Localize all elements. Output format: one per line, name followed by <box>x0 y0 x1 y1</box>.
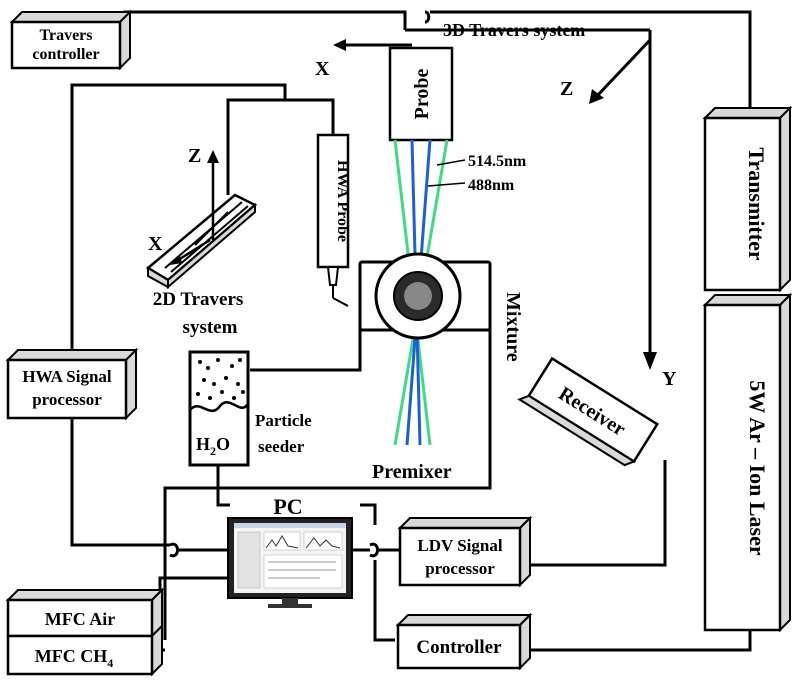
mfc-air-box: MFC Air <box>5 587 165 639</box>
wavelength-pointer-blue <box>427 182 466 187</box>
receiver-box: Receiver <box>517 356 659 467</box>
hwa-processor-line2: processor <box>32 390 102 409</box>
water-label: H2O <box>196 434 230 458</box>
mixture-label: Mixture <box>502 292 524 362</box>
transmitter-box: Transmitter <box>702 105 792 293</box>
burner-section <box>358 252 492 340</box>
wire-mfc-air <box>158 576 230 610</box>
controller-label: Controller <box>416 637 502 658</box>
mfc-air-label: MFC Air <box>45 609 115 629</box>
pc-monitor <box>227 517 353 608</box>
travers-2d-rails <box>145 150 258 290</box>
probe-label: Probe <box>411 69 433 120</box>
travers-controller-box: Travers controller <box>9 9 133 71</box>
wire-top-right <box>430 10 752 108</box>
laser-label: 5W Ar – Ion Laser <box>745 380 770 555</box>
wavelength-green-label: 514.5nm <box>468 153 527 170</box>
wire-premixer-loop <box>163 290 492 640</box>
wire-seeder-out <box>216 465 230 507</box>
axis-x-3d-head <box>333 39 346 51</box>
travers-controller-line2: controller <box>32 46 99 63</box>
travers-3d-label: 3D Travers system <box>443 20 585 40</box>
ldv-processor-box: LDV Signal processor <box>397 515 533 588</box>
wire-hop-arc <box>424 10 431 24</box>
travers-controller-line1: Travers <box>39 27 92 44</box>
travers-2d-line2: system <box>183 317 238 338</box>
hwa-processor-line1: HWA Signal <box>22 367 112 386</box>
hwa-processor-box: HWA Signal processor <box>5 347 139 421</box>
wire-hop-pc-left <box>169 542 179 558</box>
mfc-ch4-label: MFC CH4 <box>35 646 113 670</box>
axis-y-3d-head <box>643 352 657 370</box>
hwa-probe: HWA Probe <box>316 133 351 307</box>
wire-hwa-to-pc <box>70 415 170 547</box>
axis-z-3d-label: Z <box>560 78 573 100</box>
axis-z-3d-head <box>589 89 604 104</box>
wavelength-blue-label: 488nm <box>468 177 515 194</box>
wire-seeder-to-burner <box>250 300 362 372</box>
wire-travers-controller <box>123 10 407 35</box>
axis-z-3d-arrow <box>594 38 652 99</box>
axis-z-2d-label: Z <box>188 145 201 167</box>
ldv-processor-line2: processor <box>425 559 495 578</box>
particle-seeder-line2: seeder <box>258 437 305 456</box>
ldv-processor-line1: LDV Signal <box>417 536 502 555</box>
wire-hwa-probe <box>70 83 335 350</box>
premixer-label: Premixer <box>372 461 452 483</box>
wire-pc-right-up <box>360 503 377 525</box>
hwa-probe-label: HWA Probe <box>334 160 351 242</box>
wire-hop-pc-right <box>369 542 379 558</box>
mfc-ch4-box: MFC CH4 <box>6 623 163 677</box>
transmitter-label: Transmitter <box>744 147 769 260</box>
laser-box: 5W Ar – Ion Laser <box>702 292 792 633</box>
wire-controller-to-laser <box>520 630 752 652</box>
particle-seeder-line1: Particle <box>255 411 312 430</box>
travers-2d-line1: 2D Travers <box>153 289 244 310</box>
burner-core <box>404 282 432 310</box>
probe-box: Probe <box>388 46 454 142</box>
axes-3d <box>333 30 657 370</box>
seeder-particles <box>196 358 245 400</box>
wavelength-pointer-green <box>436 159 466 166</box>
axis-x-3d-label: X <box>315 58 330 80</box>
wire-pc-to-controller <box>373 560 395 642</box>
wire-ldv-to-receiver <box>520 460 667 567</box>
axis-y-3d-label: Y <box>662 368 677 390</box>
controller-box: Controller <box>395 612 533 671</box>
axis-x-2d-label: X <box>148 233 163 255</box>
particle-seeder <box>188 350 250 467</box>
wire-2d-travers-post <box>226 98 285 195</box>
pc-label: PC <box>273 494 302 519</box>
